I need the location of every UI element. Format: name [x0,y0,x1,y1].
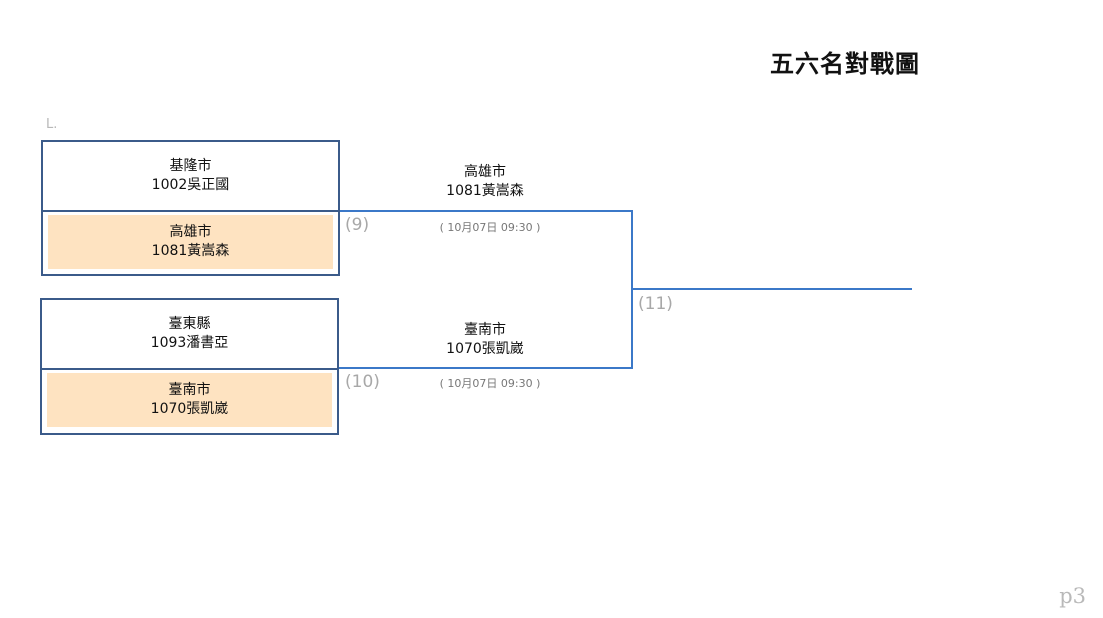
match-9-time: ( 10月07日 09:30 ) [439,221,541,234]
match-9-number: (9) [345,215,370,235]
final-connector-line [631,210,633,369]
match-9-box: 基隆市 1002吳正國 高雄市 1081黃嵩森 [41,140,340,276]
bracket-label: L. [46,117,58,132]
page-title: 五六名對戰圖 [770,50,920,78]
match-10-time: ( 10月07日 09:30 ) [439,377,541,390]
match-10-winner-line [339,367,633,369]
match-10-top-team[interactable]: 臺東縣 1093潘書亞 [42,300,337,370]
match-10-winner: 臺南市 1070張凱崴 [385,321,585,359]
team-player: 1093潘書亞 [150,335,229,351]
team-player: 1070張凱崴 [150,401,229,417]
winner-player: 1070張凱崴 [446,341,524,357]
team-player: 1081黃嵩森 [151,243,230,259]
match-11-number: (11) [638,294,673,314]
team-county: 臺南市 [168,382,211,398]
page-number: p3 [1059,584,1086,608]
team-county: 高雄市 [169,224,212,240]
team-player: 1002吳正國 [151,177,230,193]
winner-county: 高雄市 [464,164,506,180]
final-winner-line [633,288,912,290]
match-9-winner: 高雄市 1081黃嵩森 [385,163,585,201]
match-10-bottom-team[interactable]: 臺南市 1070張凱崴 [47,373,332,427]
winner-player: 1081黃嵩森 [446,183,524,199]
match-10-number: (10) [345,372,380,392]
team-county: 基隆市 [169,158,212,174]
match-9-winner-line [340,210,633,212]
match-9-top-team[interactable]: 基隆市 1002吳正國 [43,142,338,212]
winner-county: 臺南市 [464,322,506,338]
match-9-bottom-team[interactable]: 高雄市 1081黃嵩森 [48,215,333,269]
team-county: 臺東縣 [168,316,211,332]
match-10-box: 臺東縣 1093潘書亞 臺南市 1070張凱崴 [40,298,339,435]
